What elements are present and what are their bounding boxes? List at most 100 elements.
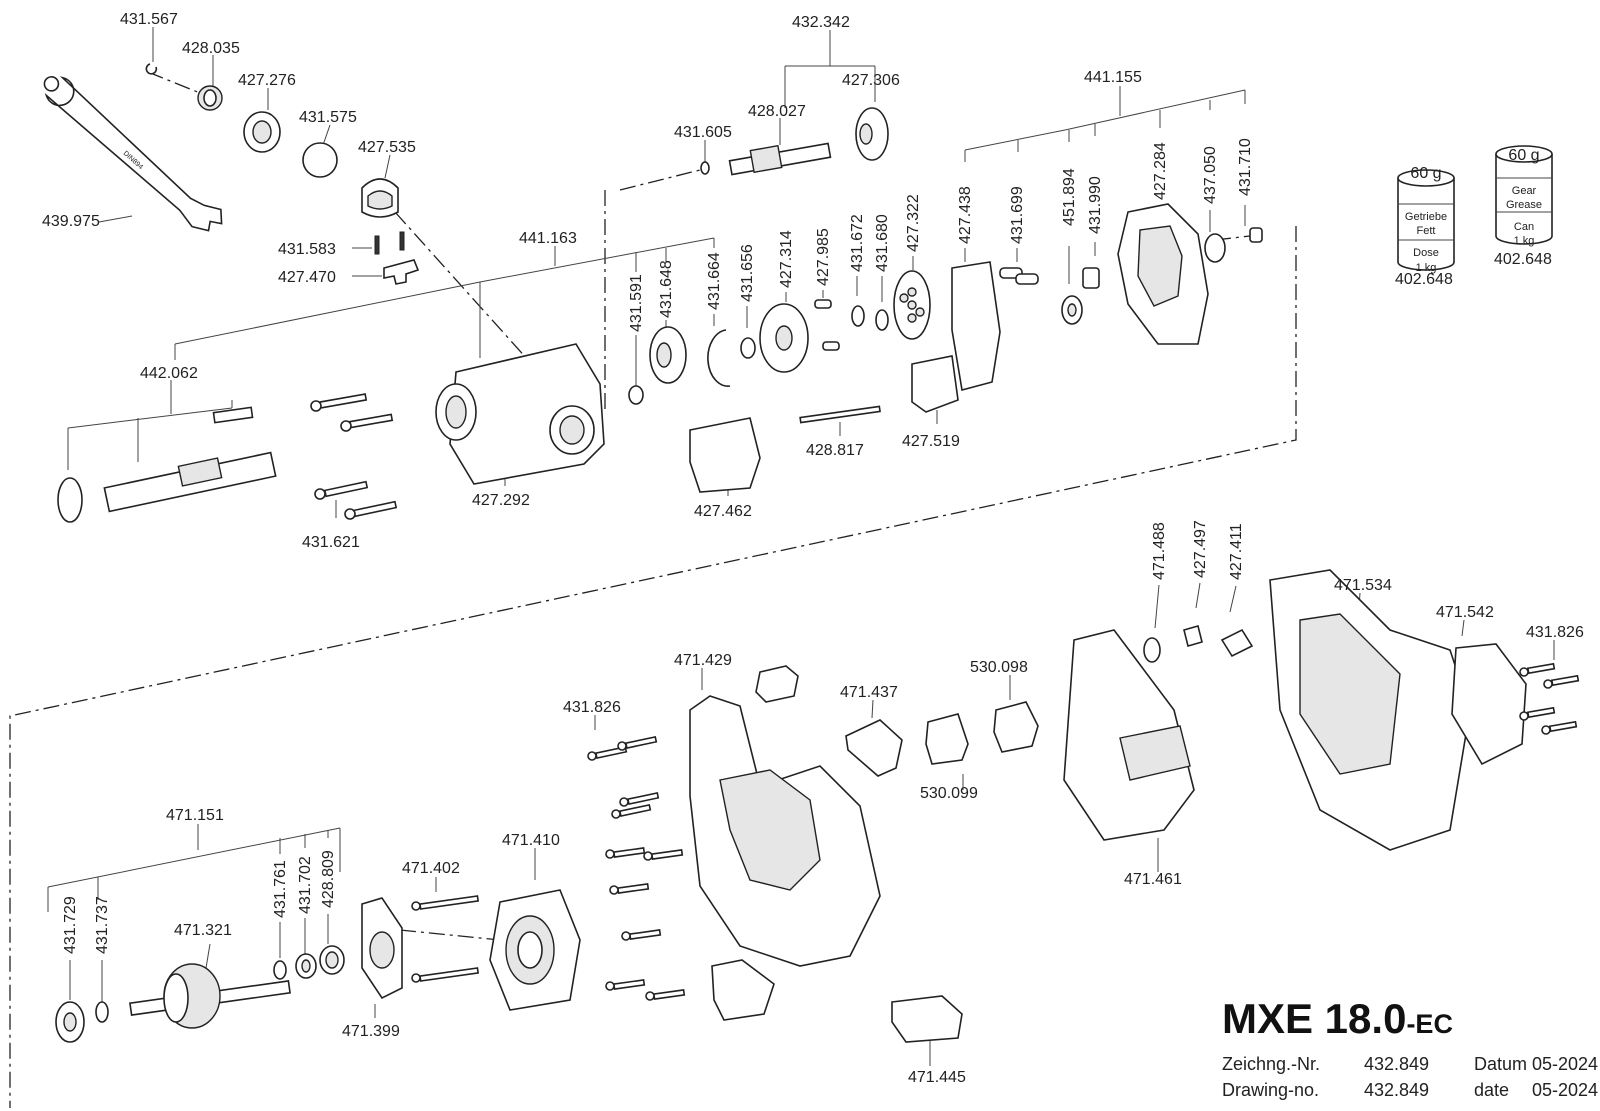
screw-part (310, 393, 368, 412)
part-label: 530.098 (970, 659, 1028, 676)
part-label: 427.284 (1152, 142, 1169, 200)
model-name: MXE 18.0 (1222, 995, 1407, 1042)
date-value: 05-2024 (1532, 1080, 1599, 1100)
pin-part (1015, 273, 1039, 285)
part-label: 471.542 (1436, 604, 1494, 621)
part-label: 427.535 (358, 139, 416, 156)
part-label: 451.894 (1061, 168, 1078, 226)
part-label: 431.826 (1526, 624, 1584, 641)
part-label: 427.985 (815, 228, 832, 286)
can-line-2: Grease (1506, 199, 1542, 211)
screw-part (619, 791, 660, 807)
part-label: 427.292 (472, 492, 530, 509)
part-label: 431.737 (94, 896, 111, 954)
screw-part (605, 979, 646, 991)
cover-part (689, 417, 761, 493)
battery-latch-part (711, 959, 775, 1021)
drawing-number: 432.849 (1364, 1080, 1430, 1100)
part-label: 428.809 (320, 850, 337, 908)
key-part (212, 406, 254, 424)
spring-part (197, 85, 223, 111)
part-label: 427.322 (905, 194, 922, 252)
can-line-1: Getriebe (1405, 211, 1447, 223)
pin-part (822, 341, 840, 351)
part-label: 441.163 (519, 230, 577, 247)
part-label: 471.488 (1151, 522, 1168, 580)
part-label: 427.306 (842, 72, 900, 89)
leader-lines (47, 27, 1555, 1066)
screw-part (1541, 720, 1578, 735)
screw-part (411, 895, 480, 911)
can-line-4: 1 kg (1514, 235, 1535, 247)
part-label: 427.497 (1192, 520, 1209, 578)
clip-part (1220, 628, 1254, 658)
part-label: 471.534 (1334, 577, 1392, 594)
screw-part (621, 929, 662, 941)
washer-part (700, 161, 710, 175)
part-label: 431.761 (272, 860, 289, 918)
part-label: 471.399 (342, 1023, 400, 1040)
led-part (1143, 637, 1161, 663)
part-label: 471.429 (674, 652, 732, 669)
screw-part (605, 847, 646, 859)
screw-part (1543, 674, 1580, 689)
drawing-number-label: Zeichng.-Nr. (1222, 1054, 1321, 1074)
part-label: 431.699 (1009, 186, 1026, 244)
part-label: 431.567 (120, 11, 178, 28)
part-label: 530.099 (920, 785, 978, 802)
screw-part (643, 849, 684, 861)
can-line-1: Gear (1512, 185, 1537, 197)
part-label: 431.575 (299, 109, 357, 126)
part-label: 431.710 (1237, 138, 1254, 196)
spring-pin-part (399, 231, 405, 251)
bearing-part (295, 953, 317, 979)
can-line-3: Dose (1413, 247, 1439, 259)
sleeve-part (1082, 267, 1100, 289)
bracket-part (911, 355, 959, 413)
snap-ring-part (707, 329, 731, 387)
part-label: 441.155 (1084, 69, 1142, 86)
drawing-number: 432.849 (1364, 1054, 1430, 1074)
spring-pin-part (374, 235, 380, 255)
washer-part (851, 305, 865, 327)
part-label: 428.817 (806, 442, 864, 459)
rod-part (799, 405, 881, 424)
grease-can-gear: 60 g Gear Grease Can 1 kg (1495, 145, 1553, 247)
part-labels: 431.567 428.035 427.276 431.575 427.535 … (42, 11, 1584, 1086)
screw-part (587, 745, 628, 761)
planet-carrier-part (759, 303, 809, 373)
part-label: 442.062 (140, 365, 198, 382)
bearing-part (55, 1001, 85, 1043)
date-value: 05-2024 (1532, 1054, 1599, 1074)
drawing-number-label: Drawing-no. (1222, 1080, 1320, 1100)
needle-bearing-part (628, 385, 644, 405)
switch-cover-part (993, 701, 1039, 753)
stator-part (489, 889, 581, 1011)
part-label: 437.050 (1202, 146, 1219, 204)
battery-cover-part (891, 995, 963, 1043)
part-label: 471.410 (502, 832, 560, 849)
screw-part (340, 413, 394, 432)
circlip-part (145, 63, 158, 75)
part-label: 427.411 (1228, 523, 1245, 580)
screw-part (617, 735, 658, 751)
part-label: 471.461 (1124, 871, 1182, 888)
part-label: 431.729 (62, 896, 79, 954)
part-label: 427.519 (902, 433, 960, 450)
part-label: 431.990 (1087, 176, 1104, 234)
electronics-part (1063, 629, 1195, 841)
part-label: 431.656 (739, 244, 756, 302)
part-label: 402.648 (1395, 271, 1453, 288)
screw-part (611, 803, 652, 819)
part-label: 471.321 (174, 922, 232, 939)
part-label: 427.470 (278, 269, 336, 286)
trigger-part (845, 719, 903, 777)
lock-housing-part (361, 178, 399, 218)
switch-part (925, 713, 969, 765)
cover-plate-part (1451, 643, 1527, 766)
wrench-part: DIN894 (43, 76, 223, 232)
screw-part (314, 480, 369, 500)
